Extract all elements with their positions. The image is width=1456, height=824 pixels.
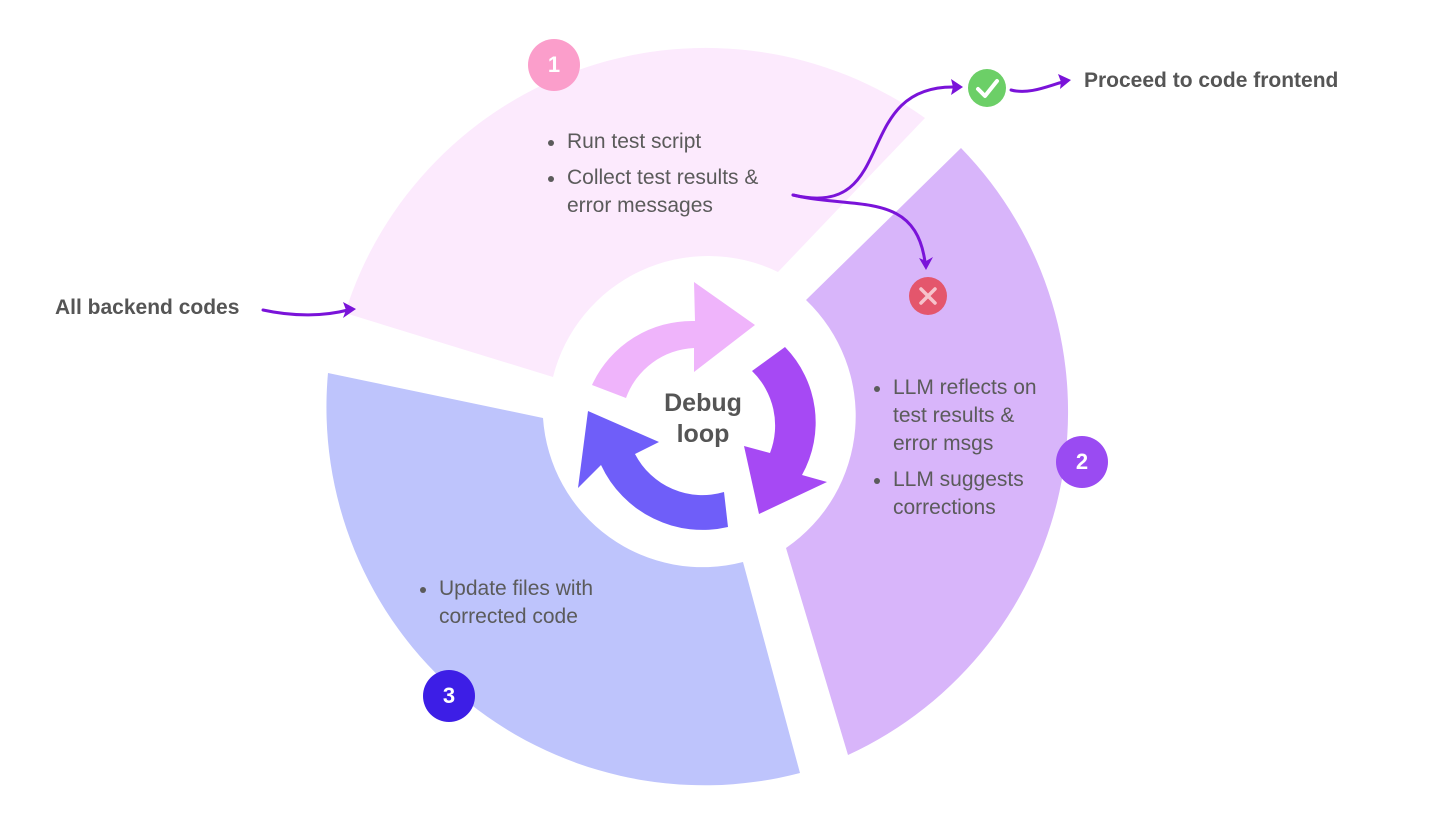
center-label: Debug loop: [643, 388, 763, 450]
step1-bullet-2: Collect test results & error messages: [546, 164, 796, 220]
success-branch-arrow: [791, 85, 957, 200]
input-label: All backend codes: [55, 296, 240, 319]
input-arrowhead: [343, 302, 356, 318]
center-label-line1: Debug: [664, 389, 742, 417]
check-circle-icon: [968, 69, 1006, 107]
center-label-line2: loop: [676, 420, 730, 448]
center-arrow-pink: [592, 282, 755, 398]
center-arrow-purple: [744, 347, 827, 514]
step2-segment: [786, 148, 1069, 755]
input-arrow: [261, 308, 350, 317]
step3-badge: 3: [423, 670, 475, 722]
step1-segment: [345, 47, 925, 377]
step2-bullet-1: LLM reflects on test results & error msg…: [872, 374, 1052, 458]
output-arrowhead: [1058, 74, 1071, 89]
step2-bullet-2: LLM suggests corrections: [872, 466, 1052, 522]
step3-segment: [326, 373, 800, 786]
step3-bullets: Update files with corrected code: [418, 575, 618, 639]
x-circle-icon: [909, 277, 947, 315]
output-label: Proceed to code frontend: [1084, 69, 1339, 92]
step2-bullets: LLM reflects on test results & error msg…: [872, 374, 1052, 530]
step1-bullet-1: Run test script: [546, 128, 796, 156]
failure-branch-arrow: [791, 193, 927, 264]
success-branch-arrowhead: [951, 79, 963, 95]
center-arrow-blue: [578, 411, 728, 530]
step3-bullet-1: Update files with corrected code: [418, 575, 618, 631]
output-arrow: [1009, 80, 1065, 93]
step2-badge: 2: [1056, 436, 1108, 488]
step1-bullets: Run test script Collect test results & e…: [546, 128, 796, 228]
step1-badge: 1: [528, 39, 580, 91]
failure-branch-arrowhead: [919, 257, 933, 270]
